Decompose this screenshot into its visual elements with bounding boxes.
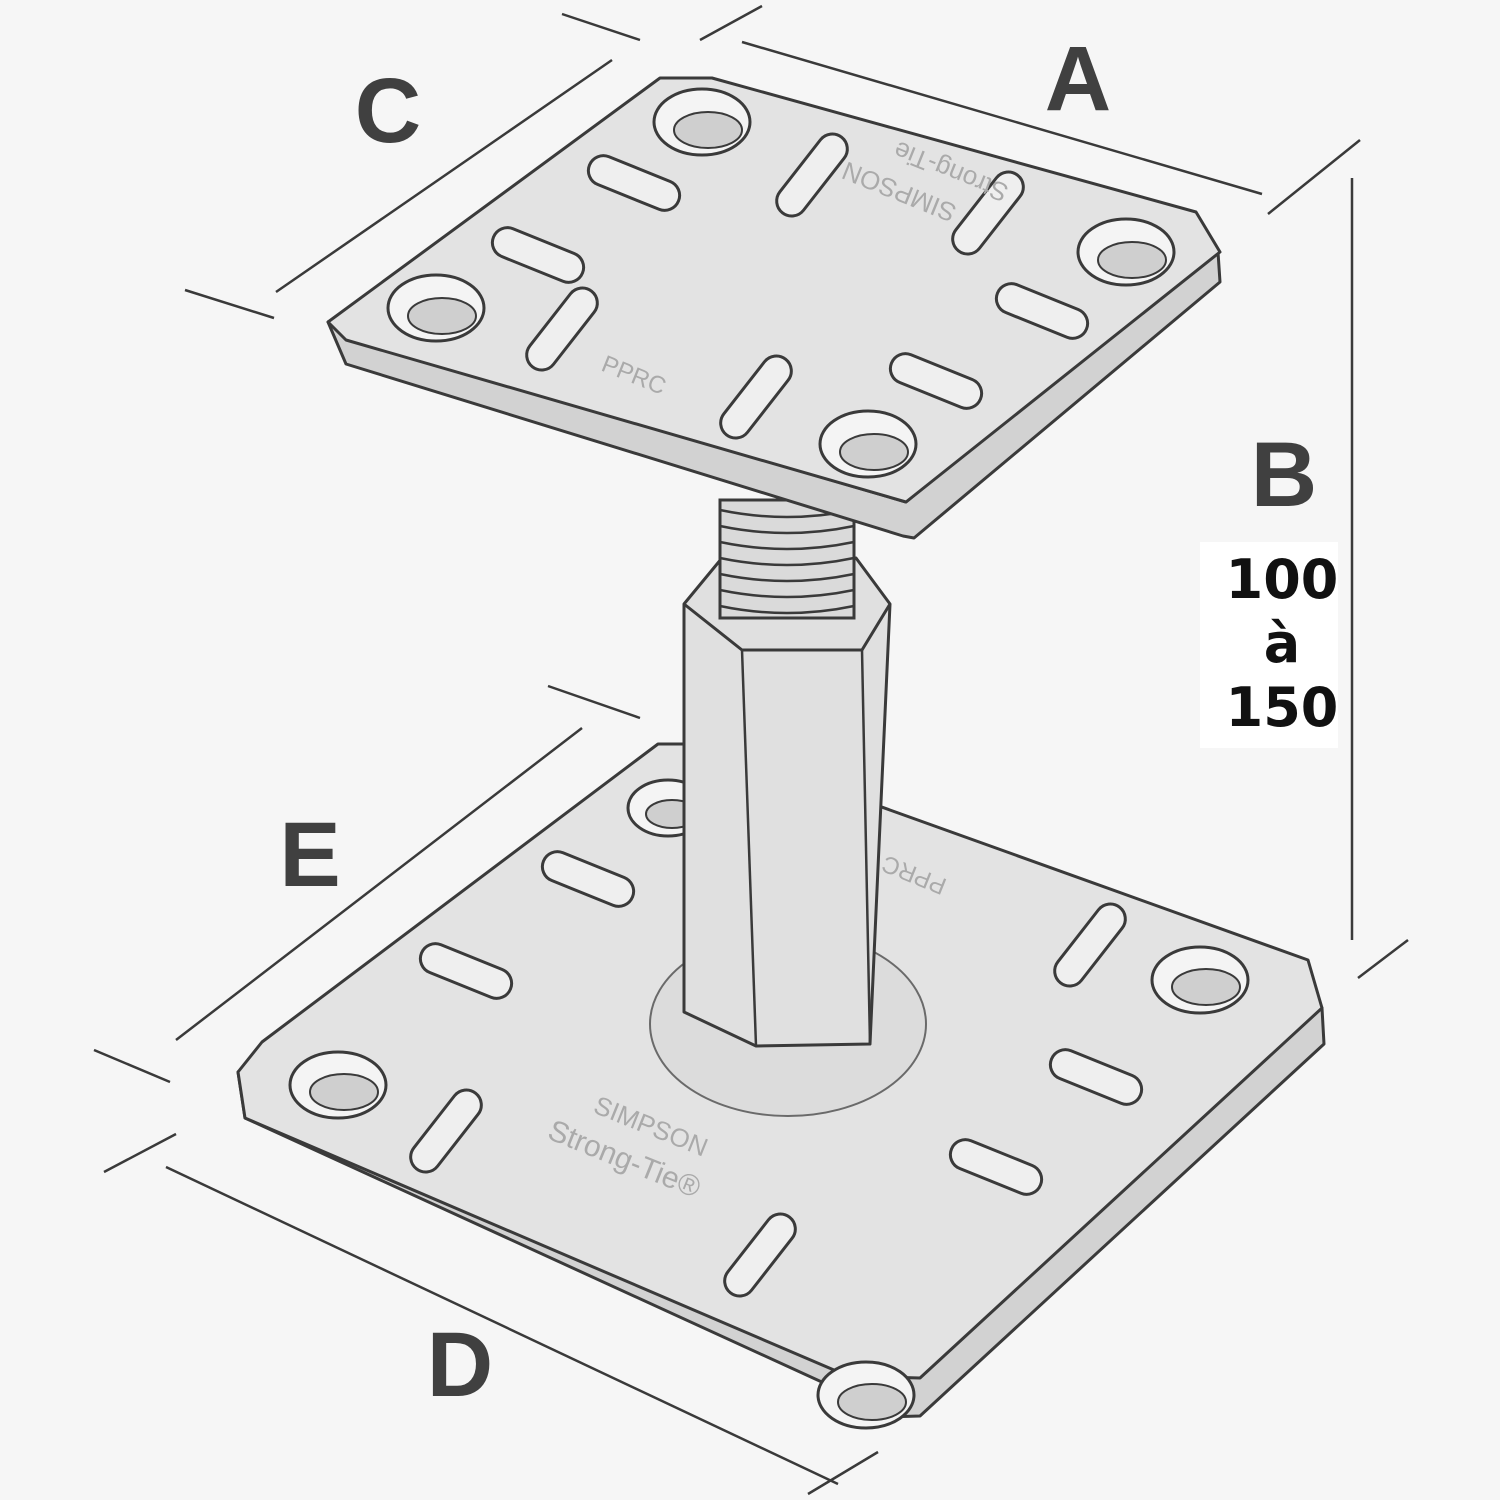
top-slots xyxy=(490,132,1090,440)
dimension-labels: A C B E D xyxy=(279,28,1317,1416)
dimension-e-label: E xyxy=(279,804,340,906)
dimension-a-label: A xyxy=(1045,28,1111,130)
height-max: 150 xyxy=(1226,676,1339,739)
top-round-holes xyxy=(386,87,1176,479)
bottom-slots xyxy=(409,850,1144,1298)
dimension-d-label: D xyxy=(427,1314,493,1416)
dimension-b-label: B xyxy=(1251,424,1317,526)
dimension-c-label: C xyxy=(355,60,421,162)
dimension-lines xyxy=(93,4,1409,1496)
bottom-plate: SIMPSON Strong-Tie® PPRC xyxy=(236,742,1326,1430)
height-range-box: 100 à 150 xyxy=(1200,542,1338,748)
top-plate: SIMPSON Strong-Tie PPRC xyxy=(326,76,1222,540)
height-min: 100 xyxy=(1226,548,1339,611)
height-separator: à xyxy=(1264,612,1300,675)
threaded-rod xyxy=(718,498,856,620)
hex-column xyxy=(682,556,892,1048)
